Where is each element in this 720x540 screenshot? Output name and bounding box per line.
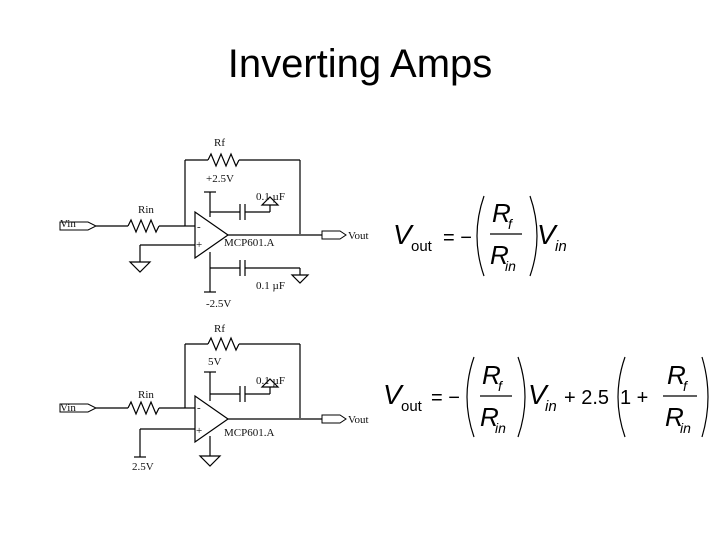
ground-1 [128,261,152,273]
rin-resistor-2 [127,400,160,416]
ground-2 [198,455,222,467]
cap-top-label-2: 0.1 µF [256,375,285,387]
minus-label-2: - [197,402,201,414]
opamp-2 [194,394,230,444]
eq2-vin-in: in [545,398,557,415]
eq1-num-r: R [492,198,511,228]
eq1-left-paren [476,195,485,277]
eq2-v: V [383,379,404,410]
eq1-vin-in: in [555,238,567,255]
vpos-label-1: +2.5V [206,173,234,185]
eq2-plus-const: + 2.5 [564,387,609,409]
eq2-den-in2: in [680,420,691,436]
cap-bot-label-1: 0.1 µF [256,280,285,292]
eq1-den-in: in [505,258,516,274]
eq1-equals: = − [443,227,472,249]
rf-resistor-2 [207,336,240,352]
rin-label-1: Rin [138,204,154,216]
vout-terminal-2 [321,414,347,424]
eq1-num-f: f [508,216,514,232]
eq2-vin-v: V [528,379,549,410]
eq2-num-f: f [498,378,504,394]
equation-1: V out = − R f R in V in [393,195,567,277]
equation-2: V out = − R f R in V in + 2.5 1 + R f R … [383,356,709,438]
vpos-label-2: 5V [208,356,222,368]
vout-label-1: Vout [348,230,369,242]
eq2-den-in: in [495,420,506,436]
eq2-num-r: R [482,360,501,390]
plus-label-2: + [196,425,202,437]
rf-label-1: Rf [214,137,225,149]
plus-label-1: + [196,239,202,251]
vin-label-2: Vin [60,402,76,414]
eq2-equals: = − [431,387,460,409]
eq2-num-r2: R [667,360,686,390]
opamp-1 [194,210,230,260]
rf-label-2: Rf [214,323,225,335]
eq2-den-r2: R [665,402,684,432]
eq2-out: out [401,398,423,415]
rin-resistor-1 [127,218,160,234]
cap-top-label-1: 0.1 µF [256,191,285,203]
slide-title: Inverting Amps [227,42,493,86]
eq1-out: out [411,238,433,255]
circuit-2 [59,336,347,467]
eq1-v: V [393,219,414,250]
rf-resistor-1 [207,152,240,168]
eq2-right-paren-2 [701,356,709,438]
vin-terminal-1 [59,221,98,231]
circuit-1 [59,152,347,293]
eq2-num-f2: f [683,378,689,394]
eq1-right-paren [529,195,538,277]
eq2-den-r: R [480,402,499,432]
eq1-vin-v: V [537,219,558,250]
opamp-label-2: MCP601.A [224,427,274,439]
rin-label-2: Rin [138,389,154,401]
eq1-den-r: R [490,240,509,270]
vneg-label-1: -2.5V [206,298,231,310]
opamp-label-1: MCP601.A [224,237,274,249]
vin-label-1: Vin [60,218,76,230]
eq2-one-plus: 1 + [620,387,648,409]
eq2-right-paren [517,356,526,438]
vout-terminal-1 [321,230,347,240]
vout-label-2: Vout [348,414,369,426]
vin-terminal-2 [59,403,98,413]
minus-label-1: - [197,221,201,233]
ref-label-2: 2.5V [132,461,154,473]
eq2-left-paren-2 [617,356,626,438]
eq2-left-paren [466,356,475,438]
